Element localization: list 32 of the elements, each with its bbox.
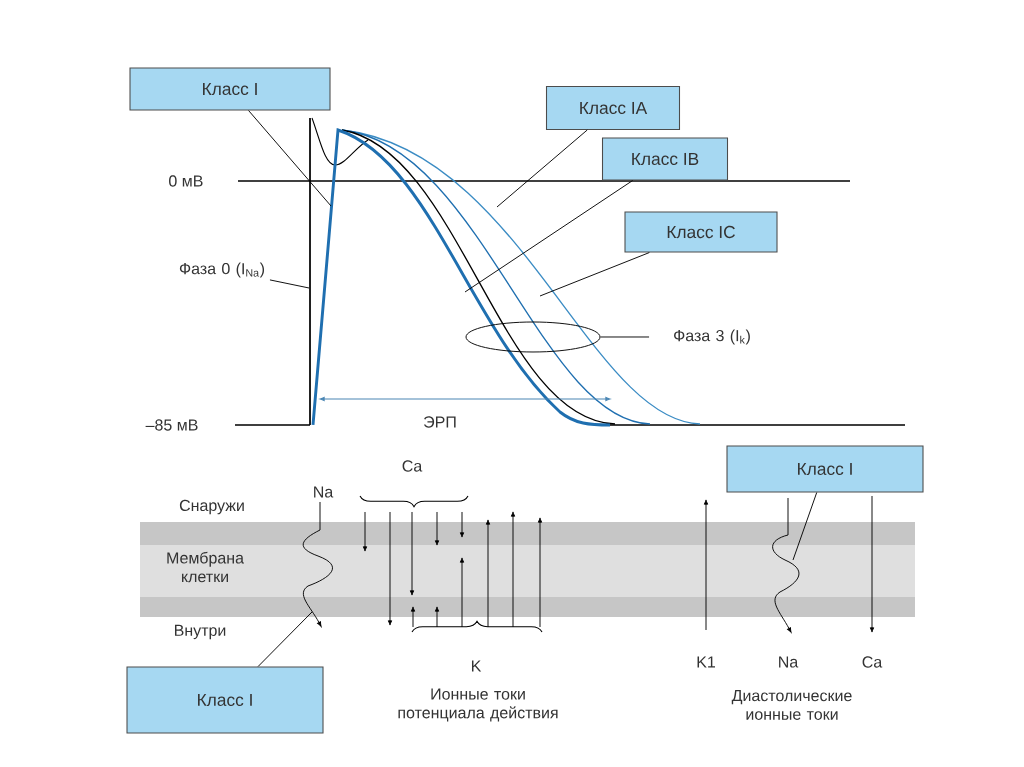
class-box: Класс IC [624,211,778,253]
axis-label: 0 мВ [169,175,203,187]
region-label: Снаружи [179,499,244,515]
leader-line [248,110,332,207]
leader-line [257,611,313,667]
wavy-arrow [302,501,333,627]
region-label: Внутри [175,624,226,640]
leader-line [600,336,650,338]
wavy-arrow [772,497,800,633]
class-box: Класс IB [601,137,729,181]
leader-line [792,492,818,561]
leader-line [539,252,650,297]
phase-label: Фаза 0 (I$_{Na}$) [179,262,265,278]
leader-line [269,279,310,289]
caption-text: Диастолические ионные токи [731,690,852,720]
leader-line [496,129,588,208]
axis-label: –85 мВ [145,419,198,431]
leader-line [464,180,634,293]
class-box: Класс I [726,445,924,493]
ion-label: Na [779,656,799,668]
class-box: Класс I [129,67,331,111]
ion-label: K1 [697,656,715,668]
dimension-label: ЭРП [424,416,456,428]
region-label: Мембрана клетки [167,551,244,583]
ion-label: Ca [402,460,423,472]
class-box: Класс I [126,666,324,734]
ion-label: K [472,660,482,672]
caption-text: Ионные токи потенциала действия [398,688,558,722]
ion-label: Ca [862,656,883,668]
class-box: Класс IA [545,85,681,131]
highlight-ellipse [465,321,601,353]
phase-label: Фаза 3 (I$_{k}$) [674,329,750,345]
